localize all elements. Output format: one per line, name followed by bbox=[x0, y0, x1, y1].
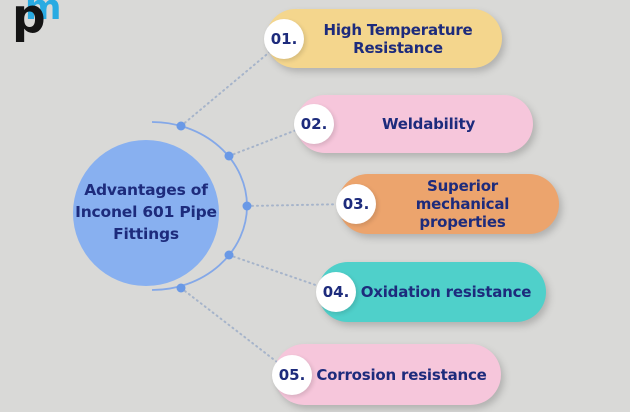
arc-nodes bbox=[176, 121, 252, 293]
arc-node-5 bbox=[176, 283, 186, 293]
advantage-label-4: Oxidation resistance bbox=[360, 283, 532, 301]
connector-line-1 bbox=[180, 39, 285, 127]
number-label-5: 05. bbox=[278, 365, 306, 384]
advantage-pill-4: 04. Oxidation resistance bbox=[316, 262, 546, 322]
arc-node-2 bbox=[224, 151, 234, 161]
logo-letter-m: m bbox=[25, 0, 62, 28]
advantage-label-5: Corrosion resistance bbox=[316, 365, 487, 384]
connector-line-3 bbox=[246, 203, 351, 207]
advantage-pill-1: 01. High Temperature Resistance bbox=[264, 9, 502, 68]
number-label-1: 01. bbox=[270, 29, 298, 48]
number-badge-2: 02. bbox=[294, 104, 334, 144]
advantage-label-3: Superior mechanical properties bbox=[415, 177, 510, 231]
number-badge-4: 04. bbox=[316, 272, 356, 312]
central-title-line3: Fittings bbox=[113, 224, 179, 243]
connector-line-5 bbox=[180, 287, 291, 373]
advantage-label-2: Weldability bbox=[381, 115, 476, 133]
pipingmart-logo: m p bbox=[8, 0, 72, 62]
central-topic-circle: Advantages of Inconel 601 Pipe Fittings bbox=[73, 140, 219, 286]
connector-line-4 bbox=[228, 254, 331, 291]
number-badge-1: 01. bbox=[264, 18, 304, 59]
advantage-label-1: High Temperature Resistance bbox=[323, 20, 473, 57]
advantage-pill-2: 02. Weldability bbox=[294, 95, 533, 153]
arc-node-1 bbox=[176, 121, 186, 131]
logo-letter-p: p bbox=[12, 0, 46, 44]
number-label-3: 03. bbox=[342, 195, 370, 213]
number-badge-5: 05. bbox=[272, 354, 312, 395]
number-badge-3: 03. bbox=[336, 184, 376, 224]
arc-node-3 bbox=[242, 201, 252, 211]
central-title-line1: Advantages of bbox=[84, 181, 208, 200]
advantage-pill-5: 05. Corrosion resistance bbox=[272, 344, 501, 405]
number-label-2: 02. bbox=[300, 115, 328, 133]
number-label-4: 04. bbox=[322, 283, 350, 301]
central-title-line2: Inconel 601 Pipe bbox=[75, 203, 217, 222]
arc-node-4 bbox=[224, 250, 234, 260]
advantage-pill-3: 03. Superior mechanical properties bbox=[336, 174, 559, 234]
